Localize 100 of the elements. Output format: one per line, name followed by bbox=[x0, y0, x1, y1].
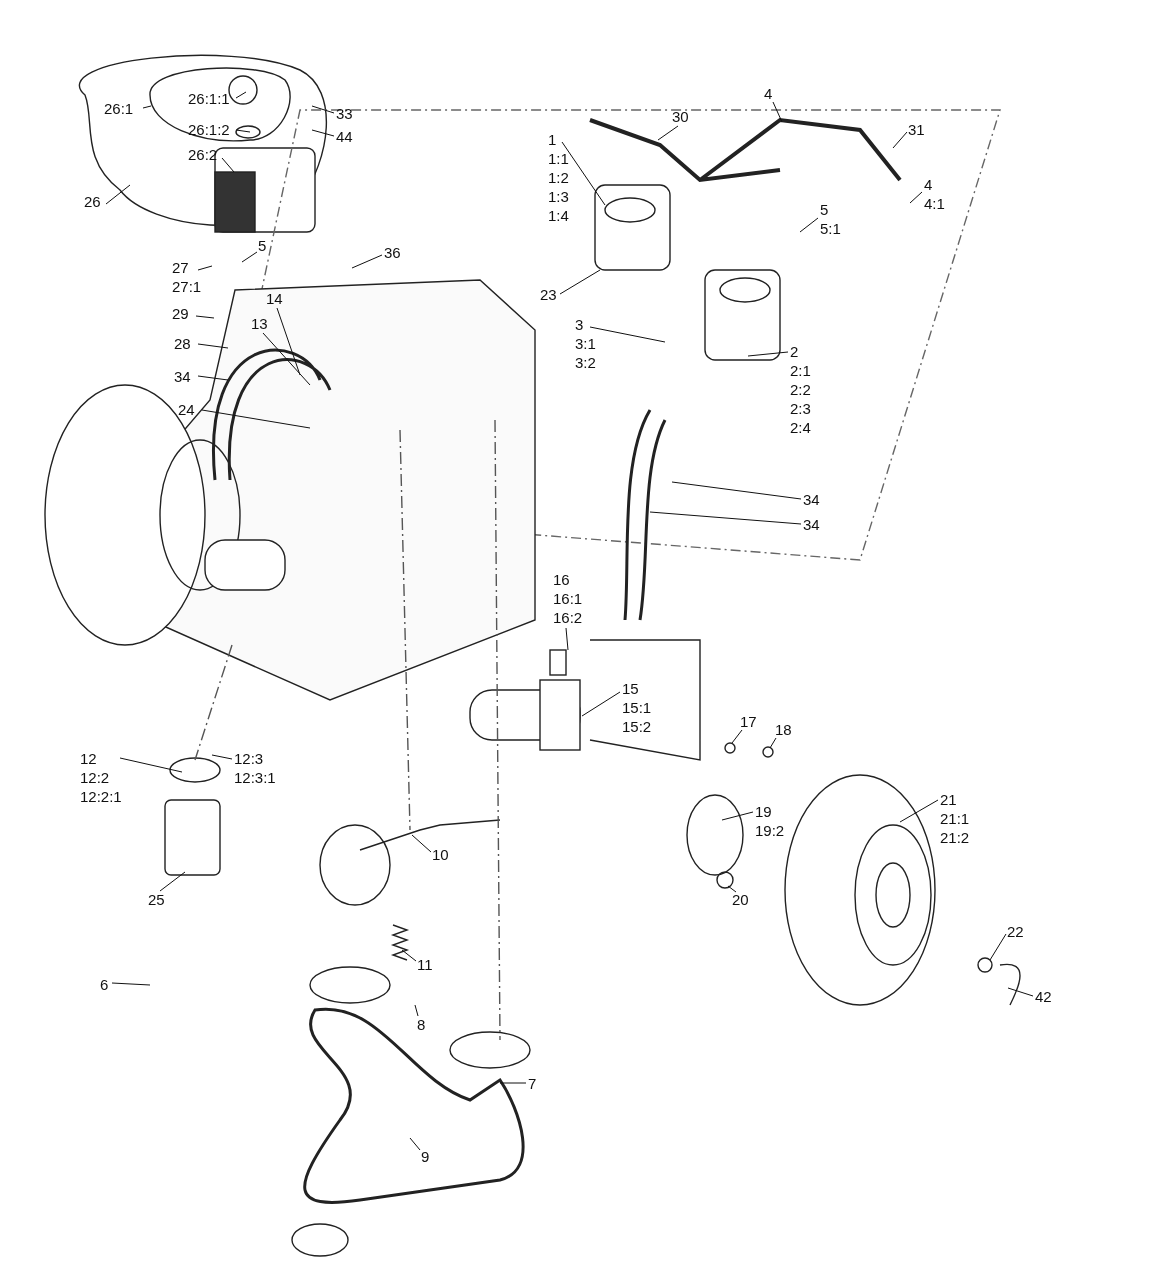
callout-number: 3:1 bbox=[575, 334, 596, 353]
leader-line bbox=[311, 129, 335, 137]
callout-number: 15 bbox=[622, 679, 639, 698]
callout-number: 26:1:1 bbox=[188, 89, 230, 108]
leader-line bbox=[276, 307, 301, 376]
callout-number: 21:2 bbox=[940, 828, 970, 847]
callout-number: 4:1 bbox=[924, 194, 945, 213]
callout-number: 19:2 bbox=[755, 821, 785, 840]
callout-number: 25 bbox=[148, 890, 165, 909]
leader-line bbox=[1007, 987, 1034, 997]
callout-number: 8 bbox=[417, 1015, 426, 1034]
callout-number: 21 bbox=[940, 790, 957, 809]
callout-number: 1:2 bbox=[548, 168, 569, 187]
leader-line bbox=[581, 691, 621, 717]
callout-number: 34 bbox=[174, 367, 191, 386]
callout-number: 2 bbox=[790, 342, 799, 361]
leader-line bbox=[311, 105, 335, 114]
callout-number: 34 bbox=[803, 490, 820, 509]
leader-line bbox=[262, 332, 311, 386]
leader-line bbox=[892, 131, 908, 149]
callout-number: 1:4 bbox=[548, 206, 569, 225]
leader-line bbox=[221, 157, 235, 173]
callout-number: 2:1 bbox=[790, 361, 811, 380]
leader-line bbox=[142, 105, 152, 109]
leader-line bbox=[731, 729, 743, 744]
callout-number: 26 bbox=[84, 192, 101, 211]
callout-number: 42 bbox=[1035, 987, 1052, 1006]
callout-number: 15:1 bbox=[622, 698, 652, 717]
leader-line bbox=[111, 982, 151, 986]
leader-line bbox=[105, 184, 131, 205]
callout-number: 23 bbox=[540, 285, 557, 304]
leader-line bbox=[241, 251, 258, 263]
leader-line bbox=[721, 811, 754, 821]
leader-line bbox=[899, 799, 939, 823]
callout-number: 12:3:1 bbox=[234, 768, 276, 787]
callout-number: 28 bbox=[174, 334, 191, 353]
leader-line bbox=[565, 627, 569, 651]
callout-number: 24 bbox=[178, 400, 195, 419]
leader-line bbox=[799, 217, 819, 233]
leader-line bbox=[909, 191, 923, 204]
callout-number: 1:1 bbox=[548, 149, 569, 168]
callout-number: 33 bbox=[336, 104, 353, 123]
callout-number: 2:4 bbox=[790, 418, 811, 437]
callout-number: 14 bbox=[266, 289, 283, 308]
leader-line bbox=[235, 91, 247, 99]
callout-number: 10 bbox=[432, 845, 449, 864]
callout-number: 1 bbox=[548, 130, 557, 149]
leader-line bbox=[159, 871, 186, 892]
callout-number: 3:2 bbox=[575, 353, 596, 372]
leader-line bbox=[657, 125, 679, 141]
leader-line bbox=[772, 101, 783, 123]
callout-number: 5 bbox=[258, 236, 267, 255]
leader-line bbox=[351, 254, 383, 269]
callout-number: 18 bbox=[775, 720, 792, 739]
callout-number: 16:1 bbox=[553, 589, 583, 608]
leader-line bbox=[195, 315, 215, 319]
leader-line bbox=[197, 375, 229, 381]
callout-number: 26:1:2 bbox=[188, 120, 230, 139]
callout-number: 20 bbox=[732, 890, 749, 909]
callout-number: 1:3 bbox=[548, 187, 569, 206]
leader-line bbox=[727, 885, 737, 893]
callout-number: 9 bbox=[421, 1147, 430, 1166]
leader-line bbox=[671, 481, 802, 500]
leader-line bbox=[409, 1137, 421, 1151]
leader-line bbox=[499, 1082, 527, 1084]
callout-number: 3 bbox=[575, 315, 584, 334]
leader-line bbox=[197, 265, 213, 271]
leader-line bbox=[201, 409, 311, 429]
leader-line bbox=[589, 326, 666, 343]
leader-line bbox=[211, 754, 233, 760]
callout-number: 12 bbox=[80, 749, 97, 768]
callout-number: 22 bbox=[1007, 922, 1024, 941]
callout-number: 4 bbox=[924, 175, 933, 194]
callout-number: 2:2 bbox=[790, 380, 811, 399]
leader-line bbox=[649, 511, 802, 525]
callout-number: 29 bbox=[172, 304, 189, 323]
callout-number: 7 bbox=[528, 1074, 537, 1093]
callout-number: 17 bbox=[740, 712, 757, 731]
callout-number: 27 bbox=[172, 258, 189, 277]
callout-number: 31 bbox=[908, 120, 925, 139]
callout-number: 5 bbox=[820, 200, 829, 219]
leader-line bbox=[119, 757, 183, 773]
leader-line bbox=[747, 351, 789, 357]
callout-number: 16:2 bbox=[553, 608, 583, 627]
callout-number: 16 bbox=[553, 570, 570, 589]
leader-line bbox=[401, 949, 417, 962]
callout-number: 19 bbox=[755, 802, 772, 821]
callout-number: 15:2 bbox=[622, 717, 652, 736]
callout-number: 36 bbox=[384, 243, 401, 262]
callout-number: 5:1 bbox=[820, 219, 841, 238]
leader-line bbox=[769, 737, 777, 749]
callout-number: 4 bbox=[764, 84, 773, 103]
callout-number: 27:1 bbox=[172, 277, 202, 296]
leader-line bbox=[559, 269, 601, 295]
callout-number: 11 bbox=[417, 955, 433, 974]
callout-number: 12:3 bbox=[234, 749, 264, 768]
leader-line bbox=[235, 129, 251, 133]
callout-number: 13 bbox=[251, 314, 268, 333]
callout-number: 26:1 bbox=[104, 99, 134, 118]
leader-line bbox=[561, 141, 606, 206]
